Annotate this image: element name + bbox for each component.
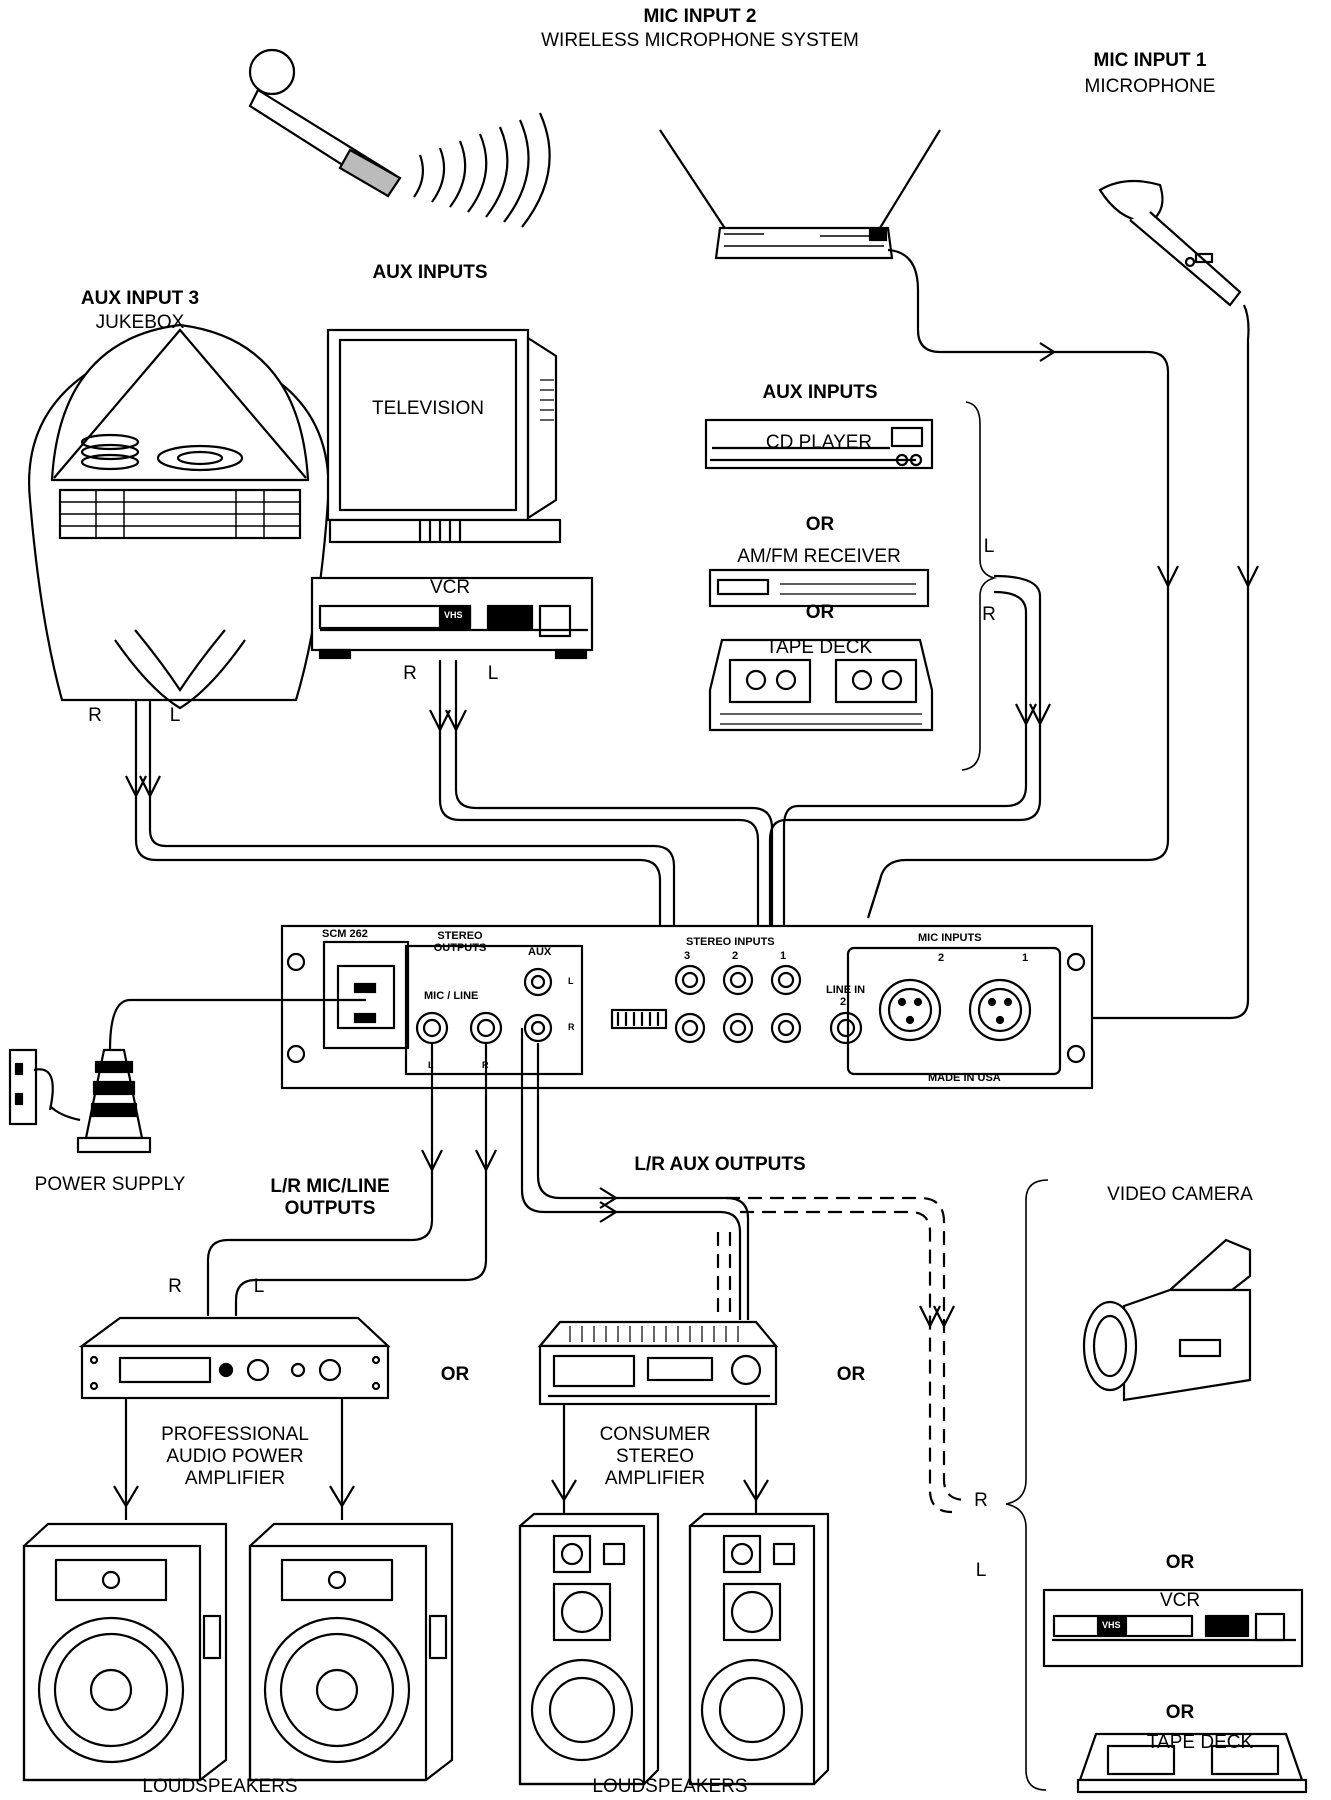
aux-out-l: L (975, 1560, 987, 1581)
pro-amp-r: R (168, 1276, 182, 1297)
television-icon (326, 328, 562, 544)
aux-out-r: R (974, 1490, 988, 1511)
panel-out-l: L (428, 1060, 434, 1070)
power-cable (108, 998, 366, 1051)
or-label-3: OR (440, 1364, 470, 1385)
tape-deck-small-icon (1076, 1732, 1308, 1794)
aux-right-l: L (983, 536, 995, 557)
pro-amp-label: PROFESSIONAL AUDIO POWER AMPLIFIER (161, 1424, 309, 1489)
or-label-4: OR (836, 1364, 866, 1385)
loudspeakers-left-label: LOUDSPEAKERS (142, 1776, 298, 1797)
panel-input3-number: 3 (684, 950, 691, 962)
video-camera-label: VIDEO CAMERA (1107, 1184, 1253, 1205)
aux-right-r: R (982, 604, 996, 625)
mixer-rear-panel (280, 924, 1094, 1090)
aux-out (520, 1028, 742, 1320)
panel-input2-number: 2 (732, 950, 739, 962)
cd-player-icon (704, 418, 934, 470)
panel-line-in: LINE IN (826, 984, 866, 996)
consumer-amplifier-icon (537, 1320, 779, 1406)
receiver-label: AM/FM RECEIVER (737, 546, 901, 567)
panel-mic-inputs: MIC INPUTS (918, 932, 982, 944)
vcr-l: L (487, 663, 499, 684)
mic2-subtitle: WIRELESS MICROPHONE SYSTEM (541, 30, 859, 51)
vhs-logo: VHS (444, 610, 463, 620)
lr-aux-label: L/R AUX OUTPUTS (634, 1154, 806, 1175)
receiver-icon (708, 568, 930, 608)
aux-right-cable (768, 574, 1042, 1012)
jukebox-r: R (88, 705, 102, 726)
panel-mic1-number: 1 (1022, 952, 1029, 964)
aux3-subtitle: JUKEBOX (95, 312, 185, 333)
loudspeakers-right-label: LOUDSPEAKERS (592, 1776, 748, 1797)
panel-aux-l: L (568, 976, 574, 986)
mic1-cable (1010, 304, 1250, 1020)
television-label: TELEVISION (372, 398, 484, 419)
or-label-6: OR (1165, 1702, 1195, 1723)
vcr-label: VCR (429, 577, 471, 598)
or-label-5: OR (1165, 1552, 1195, 1573)
pro-loudspeaker-right (248, 1522, 454, 1782)
pro-loudspeaker-left (22, 1522, 228, 1782)
panel-out-r: R (482, 1060, 489, 1070)
aux-tv-title: AUX INPUTS (372, 262, 488, 283)
aux-right-brace (961, 401, 997, 771)
jukebox-icon (28, 323, 330, 710)
or-label-1: OR (805, 514, 835, 535)
vcr-r: R (403, 663, 417, 684)
or-label-2: OR (805, 602, 835, 623)
tape-deck-icon (708, 638, 934, 732)
power-supply-label: POWER SUPPLY (34, 1174, 186, 1195)
cd-player-label: CD PLAYER (765, 432, 873, 453)
mic1-title: MIC INPUT 1 (1093, 50, 1207, 71)
wireless-receiver-icon (659, 129, 941, 260)
panel-mic2-number: 2 (938, 952, 945, 964)
panel-aux: AUX (528, 946, 552, 958)
micline-out-l (234, 1043, 488, 1316)
mic1-subtitle: MICROPHONE (1084, 76, 1216, 97)
panel-stereo-outputs: STEREO OUTPUTS (433, 930, 487, 954)
panel-model: SCM 262 (322, 928, 368, 940)
video-camera-icon (1082, 1238, 1252, 1402)
vcr-small-label: VCR (1159, 1590, 1201, 1611)
consumer-amp-label: CONSUMER STEREO AMPLIFIER (599, 1424, 711, 1489)
consumer-loudspeaker-left (518, 1512, 660, 1786)
panel-input1-number: 1 (780, 950, 787, 962)
mic2-title: MIC INPUT 2 (643, 6, 757, 27)
tape-deck-label: TAPE DECK (765, 637, 873, 658)
panel-line-in-number: 2 (840, 996, 847, 1008)
panel-aux-r: R (568, 1022, 575, 1032)
panel-mic-line: MIC / LINE (424, 990, 479, 1002)
power-supply-icon (8, 1048, 152, 1154)
jukebox-l: L (169, 705, 181, 726)
wireless-mic-icon (248, 48, 551, 228)
panel-stereo-inputs: STEREO INPUTS (686, 936, 775, 948)
microphone-icon (1098, 179, 1242, 307)
lr-micline-label: L/R MIC/LINE OUTPUTS (270, 1176, 390, 1219)
pro-amplifier-icon (78, 1316, 391, 1400)
vcr-small-icon (1042, 1588, 1304, 1668)
mic2-cable (866, 248, 1170, 919)
aux-right-title: AUX INPUTS (762, 382, 878, 403)
panel-made-in: MADE IN USA (928, 1072, 1001, 1084)
vhs-logo-small: VHS (1102, 1620, 1121, 1630)
aux3-title: AUX INPUT 3 (80, 288, 200, 309)
vcr-icon (310, 576, 594, 660)
micline-out-r (206, 1043, 434, 1316)
pro-amp-l: L (253, 1276, 265, 1297)
consumer-loudspeaker-right (688, 1512, 830, 1786)
tape-deck-small-label: TAPE DECK (1146, 1732, 1254, 1753)
vcr-cable-r (438, 660, 760, 1012)
